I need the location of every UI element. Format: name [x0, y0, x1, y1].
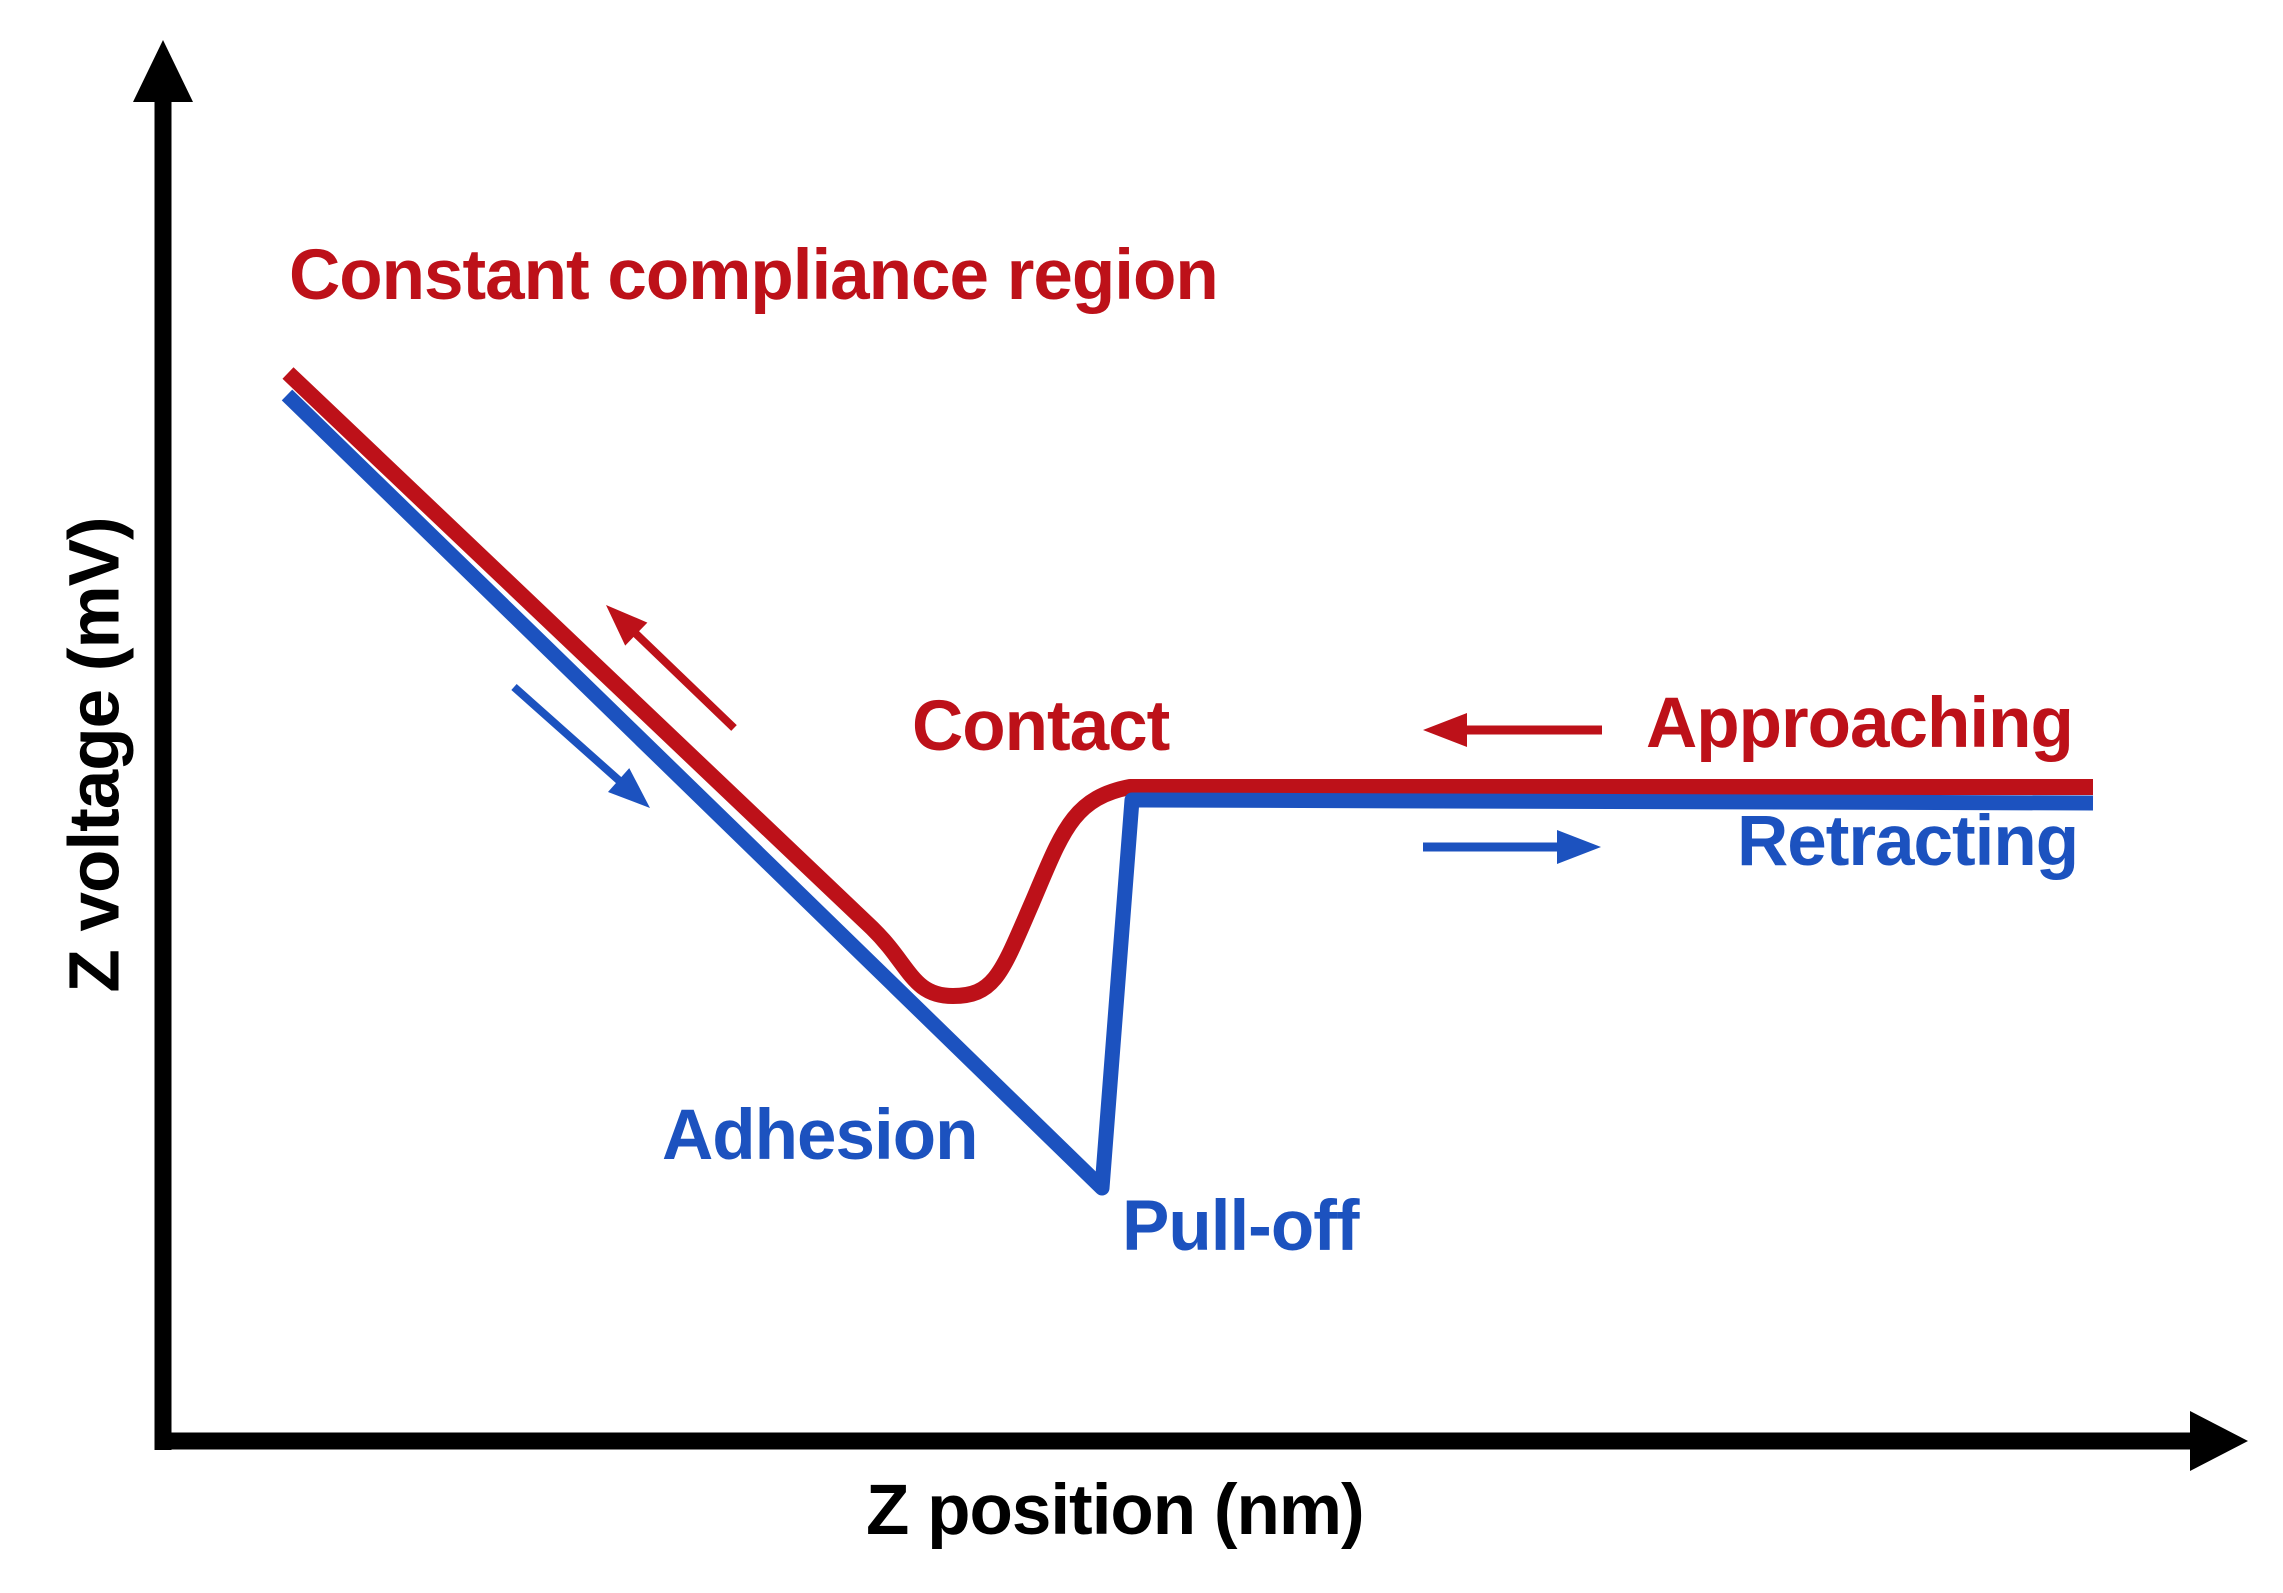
retract-direction-arrow [511, 684, 623, 784]
x-axis-arrow-head [2190, 1411, 2248, 1471]
retracting-curve [281, 389, 2094, 1196]
approaching-curve [282, 367, 2093, 1004]
approach-direction-arrow [632, 630, 737, 731]
approach-direction-arrow-head [606, 605, 648, 646]
retracting-label: Retracting [1737, 802, 2079, 881]
retract-direction-arrow-head [607, 768, 650, 808]
constant-compliance-region-label: Constant compliance region [289, 236, 1219, 315]
approaching-legend-arrow-head [1423, 713, 1467, 747]
retracting-legend-arrow-head [1557, 830, 1601, 864]
y-axis-arrow-head [133, 40, 193, 102]
approaching-label: Approaching [1646, 684, 2074, 763]
y-axis-label: Z voltage (mV) [55, 517, 135, 993]
contact-label: Contact [912, 687, 1170, 766]
x-axis-label: Z position (nm) [866, 1471, 1365, 1550]
adhesion-label: Adhesion [662, 1096, 978, 1175]
pull-off-label: Pull-off [1122, 1187, 1359, 1266]
